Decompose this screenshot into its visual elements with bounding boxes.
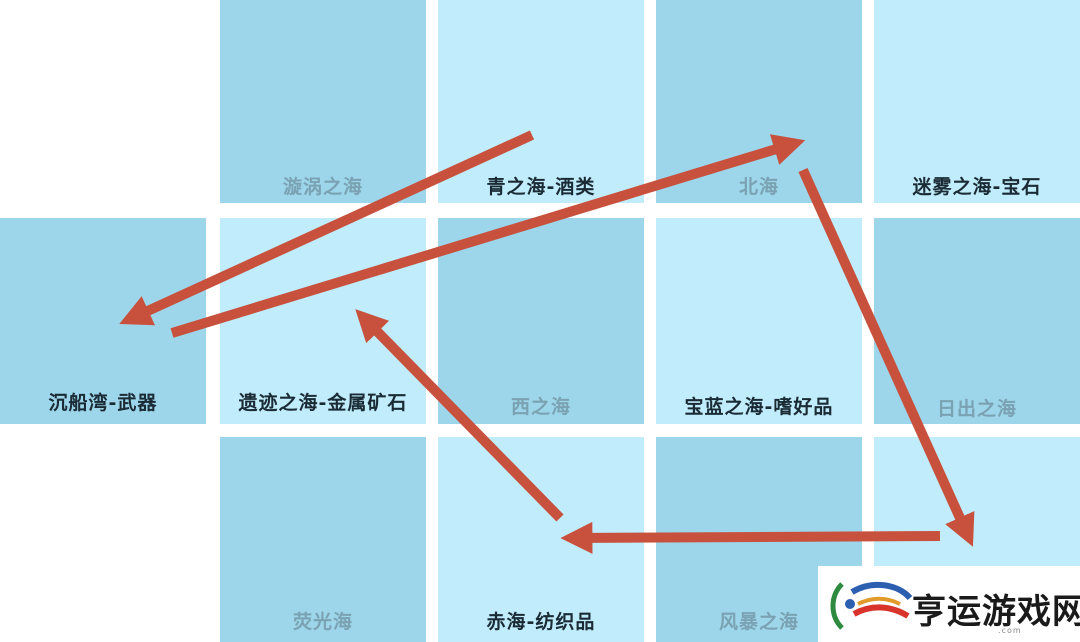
route-arrow-3 — [798, 167, 975, 547]
region-label: 北海 — [738, 176, 779, 198]
region-label: 荧光海 — [292, 611, 353, 633]
region-label: 遗迹之海-金属矿石 — [238, 392, 408, 414]
route-arrow-5 — [355, 309, 564, 522]
watermark-text: 亨运游戏网 — [912, 592, 1080, 632]
region-label: 赤海-纺织品 — [486, 611, 596, 633]
dragon-logo-icon — [830, 581, 913, 630]
route-arrow-2 — [170, 134, 806, 338]
region-label: 沉船湾-武器 — [48, 392, 158, 414]
region-label: 宝蓝之海-嗜好品 — [684, 396, 834, 418]
region-fog-sea: 迷雾之海-宝石 — [874, 0, 1080, 203]
region-shipwreck-bay: 沉船湾-武器 — [0, 218, 206, 424]
region-north-sea: 北海 — [656, 0, 862, 203]
region-label: 西之海 — [510, 396, 571, 418]
region-label: 青之海-酒类 — [486, 176, 596, 198]
watermark-domain: .com — [998, 626, 1022, 635]
region-sunrise-sea: 日出之海 — [874, 218, 1080, 424]
region-vortex-sea: 漩涡之海 — [220, 0, 426, 203]
region-label: 漩涡之海 — [282, 176, 363, 198]
region-label: 日出之海 — [936, 398, 1017, 420]
region-label: 风暴之海 — [718, 611, 799, 633]
route-arrow-4 — [560, 521, 941, 554]
region-firefly-sea: 荧光海 — [220, 437, 426, 642]
region-blue-sea: 青之海-酒类 — [438, 0, 644, 203]
region-west-sea: 西之海 — [438, 218, 644, 424]
site-watermark: 亨运游戏网 .com — [818, 566, 1080, 642]
route-arrow-1 — [119, 130, 535, 326]
region-ruins-sea: 遗迹之海-金属矿石 — [220, 218, 426, 424]
region-sapphire-sea: 宝蓝之海-嗜好品 — [656, 218, 862, 424]
region-label: 迷雾之海-宝石 — [912, 176, 1042, 198]
